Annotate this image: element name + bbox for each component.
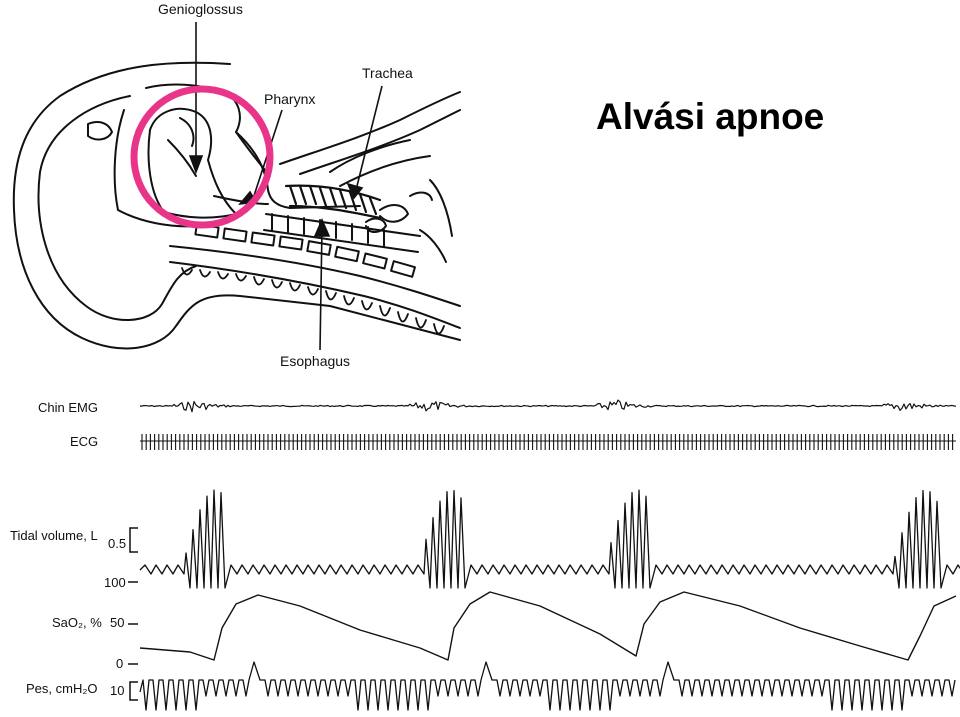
sao2-trace: [139, 591, 957, 661]
tidal-volume-scale: 0.5: [108, 536, 126, 551]
pes-trace: [139, 661, 956, 711]
pharynx-label: Pharynx: [264, 91, 315, 107]
esophagus-arrow: [313, 218, 331, 237]
genioglossus-arrow: [188, 155, 204, 175]
palate-outline: [145, 83, 271, 177]
tidal-volume-label: Tidal volume, L: [10, 528, 98, 543]
chin-emg-label: Chin EMG: [38, 400, 98, 415]
slide-title: Alvási apnoe: [596, 96, 825, 137]
scale-brackets: [128, 527, 138, 701]
sao2-scale-100: 100: [104, 575, 126, 590]
sao2-scale-0: 0: [116, 656, 123, 671]
chin-emg-trace: [139, 399, 957, 413]
genioglossus-label: Genioglossus: [158, 1, 243, 17]
trachea-arrow: [346, 182, 364, 200]
pes-label: Pes, cmH₂O: [26, 681, 98, 696]
head-outline: [12, 61, 461, 350]
pes-scale: 10: [110, 683, 124, 698]
ecg-trace: [140, 434, 956, 450]
tidal-volume-trace: [139, 489, 960, 589]
tongue-outline: [147, 107, 237, 219]
esophagus-tube: [263, 213, 421, 253]
spinal-processes: [181, 267, 445, 335]
skull-inner-outline: [37, 95, 197, 321]
ecg-label: ECG: [70, 434, 98, 449]
label-pointer-lines: [188, 22, 383, 351]
sao2-label: SaO₂, %: [52, 615, 102, 630]
esophagus-label: Esophagus: [280, 353, 350, 369]
physiological-traces: [139, 399, 960, 711]
airway-anatomy-illustration: [12, 61, 461, 350]
pharynx-wall: [235, 131, 361, 209]
obstruction-highlight-circle: [130, 85, 274, 229]
trachea-rings: [284, 184, 382, 220]
sao2-scale-50: 50: [110, 615, 124, 630]
trachea-label: Trachea: [362, 65, 413, 81]
